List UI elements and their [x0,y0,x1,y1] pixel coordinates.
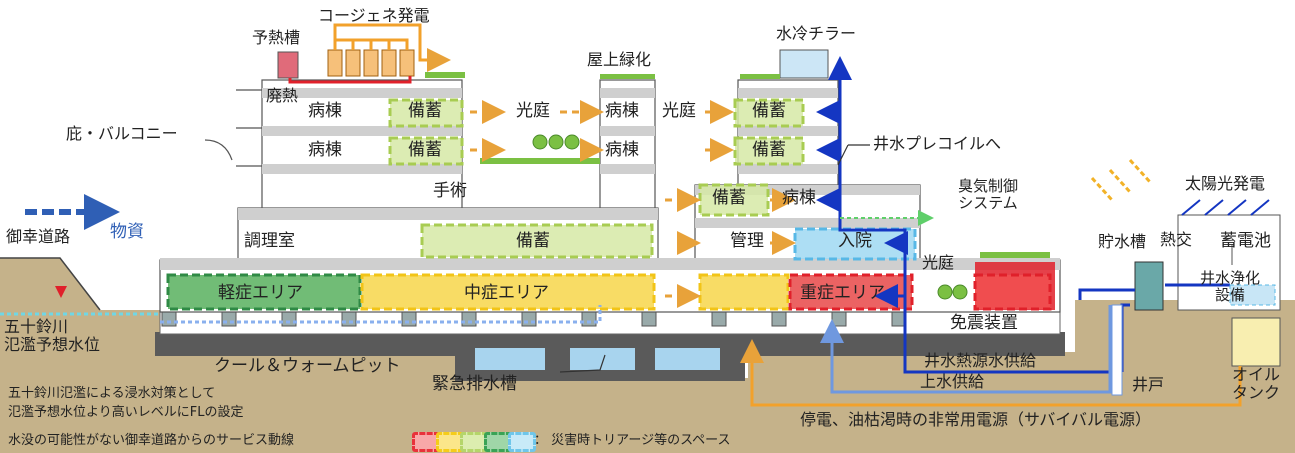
kitchen-label: 調理室 [244,231,295,251]
preheat-tank-box [277,51,299,79]
legend-swatch-admission [508,432,536,452]
well-water-purification-label: 井水浄化 設備 [1200,269,1261,304]
ward-label-5: 病棟 [782,188,816,208]
storage-label-3: 備蓄 [752,101,786,121]
preheat-tank-label: 予熱槽 [252,28,301,47]
legend-label: ： 災害時トリアージ等のスペース [534,433,731,448]
ward-label-4: 病棟 [605,140,639,160]
ward-label-2: 病棟 [308,140,342,160]
flood-note: 五十鈴川氾濫による浸水対策として 氾濫予想水位より高いレベルにFLの設定 [8,386,244,420]
moderate-area-label: 中症エリア [464,283,549,303]
storage-label-2: 備蓄 [408,140,442,160]
sun-rays [1090,158,1152,202]
well-label: 井戸 [1132,375,1165,394]
ward-label-1: 病棟 [308,101,342,121]
service-route-note: 水没の可能性がない御幸道路からのサービス動線 [8,433,295,448]
storage-label-1: 備蓄 [408,101,442,121]
lightwell-label-1: 光庭 [516,101,550,121]
water-chiller-box [779,49,829,79]
mild-area-label: 軽症エリア [218,283,303,303]
seismic-isolation-label: 免震装置 [950,313,1018,333]
storage-label-5: 備蓄 [712,188,746,208]
oil-tank-label: オイル タンク [1232,365,1281,402]
storage-zone [388,98,464,128]
admission-label: 入院 [838,231,872,251]
ward-label-3: 病棟 [605,101,639,121]
river-level-marker [55,286,67,298]
oil-tank-box [1231,317,1281,367]
admin-label: 管理 [730,231,764,251]
survival-power-line [740,339,1242,407]
heat-exchange-label: 熱交 [1160,230,1193,249]
water-supply-pipe [820,305,1112,394]
mild-zone [166,273,362,311]
rooftop-green-label: 屋上緑化 [587,50,652,69]
solar-power-label: 太陽光発電 [1185,174,1266,193]
gokou-road-label: 御幸道路 [6,227,71,246]
cool-warm-pit-label: クール＆ウォームピット [214,356,401,376]
emergency-drain-tank [475,348,545,370]
odor-control-label: 臭気制御 システム [958,177,1019,212]
water-chiller-label: 水冷チラー [776,24,857,43]
well-shaft [1111,304,1123,396]
supplies-label: 物資 [110,222,144,242]
survival-power-label: 停電、油枯渇時の非常用電源（サバイバル電源） [800,410,1152,429]
severe-area-label: 重症エリア [800,283,885,303]
emergency-drain-label: 緊急排水槽 [432,374,517,394]
storage-label-6: 備蓄 [516,231,550,251]
solar-panels [1181,199,1270,216]
lightwell-label-3: 光庭 [922,253,955,272]
moderate-zone [360,273,656,311]
battery-label: 蓄電池 [1220,231,1271,251]
lightwell-label-2: 光庭 [662,101,696,121]
cogeneration-label: コージェネ発電 [318,6,430,25]
isuzu-river-label: 五十鈴川 氾濫予想水位 [4,317,101,355]
lightwell-trees [532,134,968,300]
storage-label-4: 備蓄 [752,140,786,160]
surgery-label: 手術 [433,181,467,201]
eaves-balcony-label: 庇・バルコニー [66,124,178,143]
waste-heat-label: 廃熱 [266,86,299,105]
water-supply-label: 上水供給 [920,372,985,391]
well-heat-supply-label: 井水熱源水供給 [924,351,1037,370]
water-tank-label: 貯水槽 [1098,232,1147,251]
well-water-precoil-label: 井水プレコイルへ [873,134,1002,153]
